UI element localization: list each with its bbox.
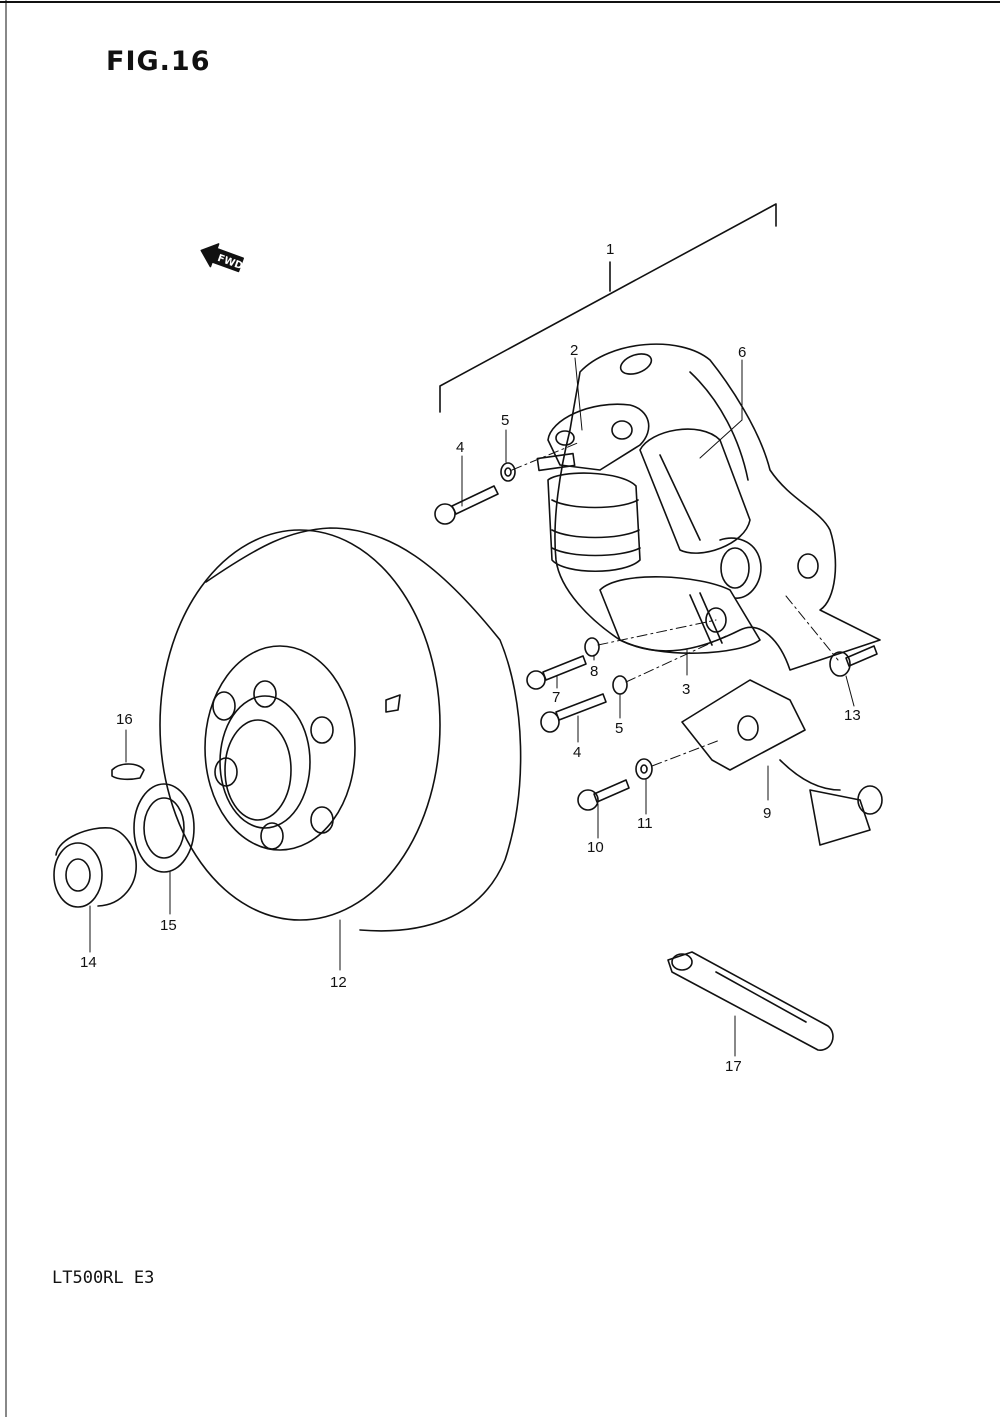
flywheel-nut	[54, 828, 136, 907]
washer-5-upper	[501, 463, 515, 481]
stator-lead-clamp	[668, 952, 833, 1050]
callout-15: 15	[160, 917, 177, 934]
callout-17: 17	[725, 1058, 742, 1075]
callout-4-lower: 4	[573, 744, 581, 761]
callout-13: 13	[844, 707, 861, 724]
callout-leaders	[90, 358, 854, 1056]
screw-4-upper	[435, 486, 498, 524]
stator-plate	[555, 344, 880, 670]
assembly-lines	[512, 442, 838, 766]
pickup-coil	[537, 404, 648, 470]
callout-12: 12	[330, 974, 347, 991]
callout-16: 16	[116, 711, 133, 728]
callout-14: 14	[80, 954, 97, 971]
screw-4-lower	[541, 694, 606, 732]
callout-9: 9	[763, 805, 771, 822]
screw-13	[830, 646, 877, 676]
screw-10	[578, 780, 629, 810]
washer-5-lower	[613, 676, 627, 694]
callout-6: 6	[738, 344, 746, 361]
flywheel-rotor	[160, 528, 521, 931]
fwd-label: FWD	[216, 253, 244, 272]
callout-7: 7	[552, 689, 560, 706]
callout-11: 11	[637, 815, 653, 832]
flywheel-washer	[134, 784, 194, 872]
stator-assembly-bracket	[440, 204, 776, 412]
woodruff-key	[112, 764, 144, 779]
fwd-arrow-icon: FWD	[197, 239, 244, 277]
exciter-coil	[682, 680, 882, 845]
callout-8: 8	[590, 663, 598, 680]
washer-8	[585, 638, 599, 656]
washer-11	[636, 759, 652, 779]
charging-coil-6	[640, 429, 761, 598]
charging-coil-upper	[548, 473, 640, 571]
model-code: LT500RL E3	[52, 1268, 155, 1288]
callout-5-upper: 5	[501, 412, 509, 429]
figure-title: FIG.16	[106, 46, 211, 77]
callout-5-lower: 5	[615, 720, 623, 737]
callout-3: 3	[682, 681, 690, 698]
callout-2: 2	[570, 342, 578, 359]
charging-coil-3	[600, 577, 760, 653]
callout-1: 1	[606, 241, 614, 258]
callout-10: 10	[587, 839, 604, 856]
callout-4-upper: 4	[456, 439, 464, 456]
screw-7	[527, 656, 586, 689]
